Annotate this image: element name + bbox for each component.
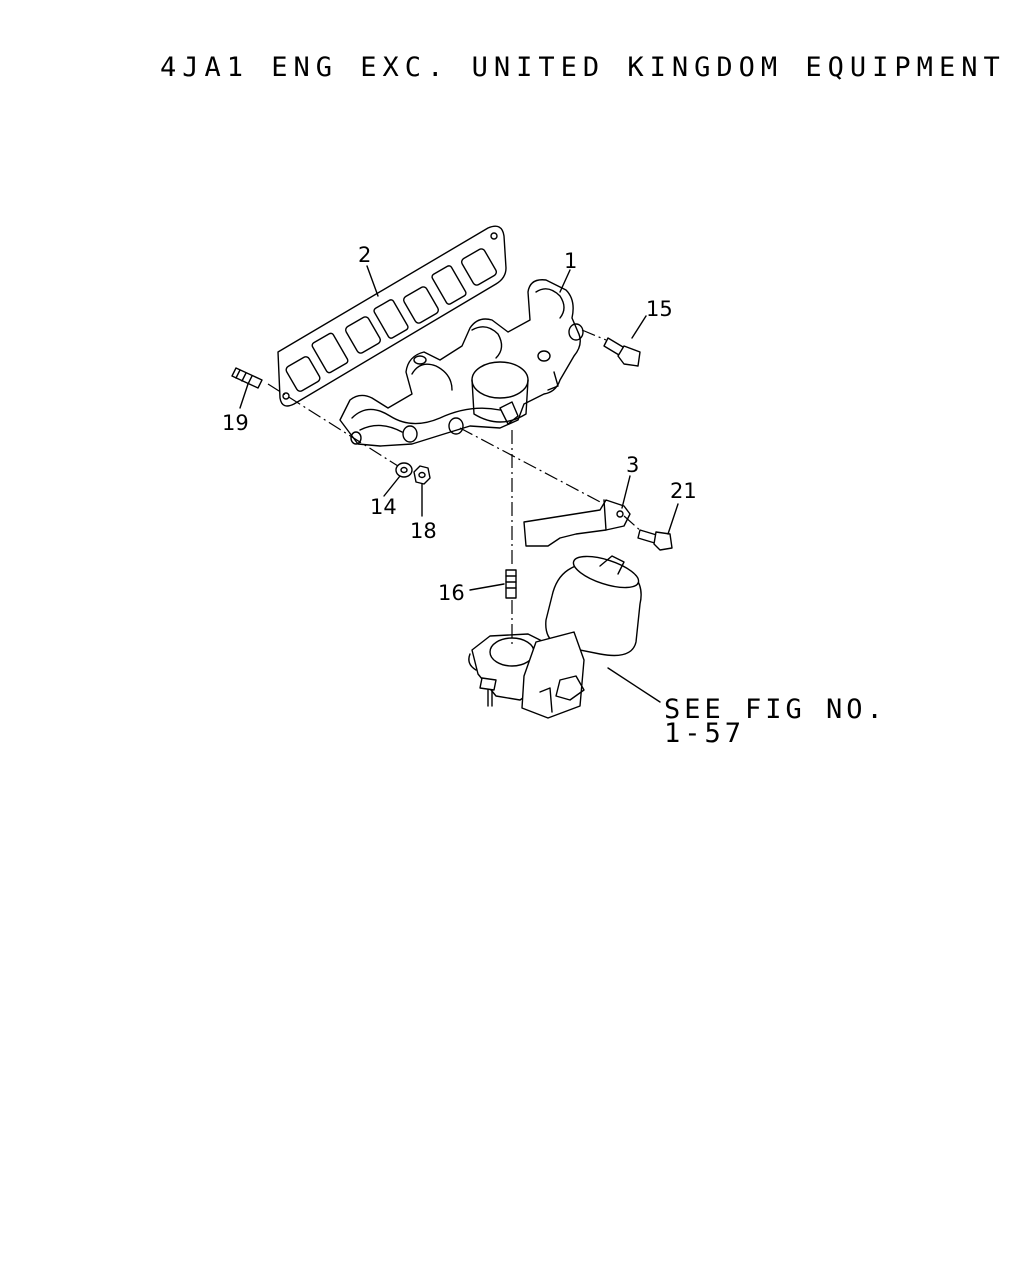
nut-18 (413, 465, 431, 485)
exhaust-manifold (339, 279, 584, 447)
stud-19 (231, 367, 263, 389)
bolt-15 (603, 337, 641, 367)
page-title: 4JA1 ENG EXC. UNITED KINGDOM EQUIPMENT (160, 52, 1006, 83)
assembly-lines (267, 329, 643, 648)
figure-reference-line2: 1-57 (664, 718, 745, 749)
callout-3: 3 (626, 453, 639, 477)
callout-1: 1 (564, 249, 577, 273)
bolt-21 (637, 529, 673, 551)
callout-21: 21 (670, 479, 697, 503)
leader-lines (239, 265, 679, 703)
callout-2: 2 (358, 243, 371, 267)
egr-valve-assembly (468, 555, 642, 719)
manifold-gasket (277, 225, 507, 407)
figure-reference-line1: SEE FIG NO. (664, 694, 887, 725)
callout-19: 19 (222, 411, 249, 435)
callout-16: 16 (438, 581, 465, 605)
stud-16 (505, 569, 517, 599)
bracket-3 (523, 499, 631, 547)
washer-14 (395, 462, 413, 478)
callout-14: 14 (370, 495, 397, 519)
callout-18: 18 (410, 519, 437, 543)
callout-15: 15 (646, 297, 673, 321)
